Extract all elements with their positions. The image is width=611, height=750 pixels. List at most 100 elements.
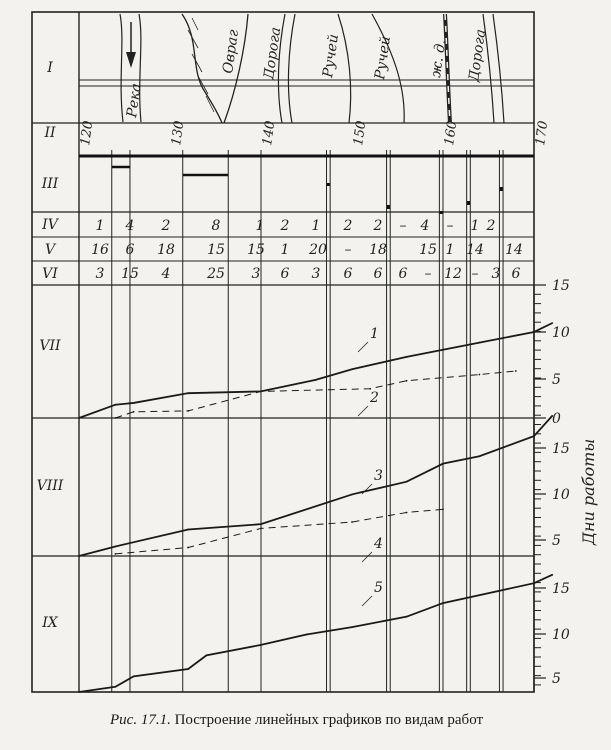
- series-point-5: [260, 644, 262, 646]
- row-label-II: II: [43, 125, 56, 141]
- row-V-cell: 15: [419, 242, 437, 258]
- feature-label-stream-1: Ручей: [320, 33, 342, 79]
- series-point-4: [351, 521, 353, 523]
- series-line-3: [78, 415, 553, 557]
- row-label-V: V: [45, 242, 57, 258]
- row-V-cell: 14: [505, 242, 523, 258]
- series-point-2: [114, 417, 117, 419]
- chainage-label-130: 130: [169, 120, 187, 147]
- series-point-3: [114, 545, 117, 548]
- chainage-label-140: 140: [260, 120, 278, 147]
- series-point-5: [533, 582, 535, 585]
- series-point-2: [478, 373, 481, 376]
- row-IV-cell: 1: [256, 218, 265, 234]
- series-point-5: [551, 573, 554, 576]
- row-IV-cell: 2: [486, 218, 496, 234]
- series-line-2: [115, 370, 516, 419]
- feature-labels: Река Овраг Дорога Ручей Ручей ж. д. Доро…: [124, 26, 489, 119]
- feature-label-stream-2: Ручей: [372, 35, 394, 81]
- series-point-3: [551, 414, 554, 417]
- river-feature: [119, 13, 142, 123]
- feature-label-road-2: Дорога: [466, 28, 489, 83]
- series-point-1: [78, 417, 80, 419]
- row-IV-cell: 4: [420, 218, 430, 234]
- curve-leader-1: [357, 341, 369, 353]
- series-point-1: [405, 355, 408, 358]
- row-label-VII: VII: [39, 338, 61, 354]
- axis-tick-label: 10: [552, 627, 570, 643]
- row-VI-cell: 6: [512, 266, 521, 282]
- series-point-2: [260, 390, 262, 393]
- row-label-IV: IV: [41, 217, 60, 233]
- chainage-label-120: 120: [78, 120, 96, 147]
- series-point-3: [405, 480, 408, 483]
- row-V-cell: 14: [466, 242, 484, 258]
- series-point-5: [405, 615, 408, 618]
- series-point-2: [514, 370, 517, 372]
- series-point-5: [132, 675, 135, 678]
- curve-label-2: 2: [369, 390, 379, 406]
- row-VI-cell: 6: [374, 266, 383, 282]
- caption-text: Построение линейных графиков по видам ра…: [174, 712, 484, 728]
- series-point-1: [314, 378, 317, 381]
- figure-caption: Рис. 17.1. Построение линейных графиков …: [110, 712, 590, 729]
- series-point-3: [360, 491, 362, 494]
- row-VI-cell: 3: [312, 266, 321, 282]
- series-point-3: [78, 555, 80, 557]
- axis-title: Дни работы: [579, 439, 598, 546]
- row-VI-cell: –: [425, 266, 432, 282]
- curve-label-3: 3: [374, 468, 383, 484]
- chainage-label-170: 170: [533, 120, 551, 147]
- row-label-IX: IX: [41, 615, 59, 631]
- row-label-I: I: [46, 60, 53, 76]
- row-VI-cell: 6: [399, 266, 408, 282]
- series-point-4: [405, 511, 408, 514]
- road-feature-2: [482, 13, 505, 124]
- series-point-5: [305, 633, 308, 636]
- series-point-2: [369, 387, 372, 390]
- curve-label-1: 1: [370, 326, 379, 342]
- row-VI-cell: 3: [492, 266, 501, 282]
- series-point-1: [114, 403, 117, 406]
- series-point-1: [351, 368, 353, 371]
- row-V-cell: 16: [91, 242, 109, 258]
- series-point-5: [187, 668, 190, 670]
- schedule-curves: [78, 322, 554, 693]
- stream-feature-1: [337, 13, 352, 124]
- row-IV-cell: 2: [161, 218, 171, 234]
- row-labels: I II III IV V VI VII VIII IX: [37, 60, 64, 631]
- feature-label-ravine: Овраг: [220, 29, 242, 75]
- curve-label-5: 5: [374, 580, 383, 596]
- row-VI-cell: 12: [444, 266, 462, 282]
- series-point-5: [114, 685, 117, 688]
- row-label-VI: VI: [42, 266, 58, 282]
- axis-tick-label: 5: [552, 372, 561, 388]
- row-VI-cell: 25: [206, 266, 225, 282]
- axis-tick-label: 10: [552, 487, 570, 503]
- row-VI-cell: 15: [121, 266, 139, 282]
- series-point-4: [260, 527, 262, 530]
- series-point-4: [114, 552, 117, 555]
- axis-tick-label: 0: [552, 411, 561, 427]
- series-point-1: [533, 331, 535, 333]
- series-point-5: [205, 654, 208, 657]
- series-point-3: [533, 435, 535, 437]
- row-VI-cell: 6: [344, 266, 353, 282]
- road-feature-1: [277, 13, 296, 124]
- curve-leader-2: [357, 405, 369, 417]
- row-IV-cell: 1: [312, 218, 321, 234]
- row-V-cell: 18: [369, 242, 387, 258]
- chainage-label-150: 150: [351, 120, 369, 147]
- series-line-1: [78, 322, 553, 419]
- series-point-1: [478, 341, 481, 344]
- feature-label-railway: ж. д.: [428, 39, 449, 79]
- row-IV-cell: 1: [471, 218, 480, 234]
- table-grid: [31, 11, 535, 693]
- axis-tick-label: 5: [552, 671, 561, 687]
- series-point-1: [442, 348, 444, 351]
- chainage-label-160: 160: [442, 120, 460, 147]
- series-point-4: [187, 546, 190, 549]
- row-II-chainage-labels: 120 130 140 150 160 170: [78, 120, 551, 147]
